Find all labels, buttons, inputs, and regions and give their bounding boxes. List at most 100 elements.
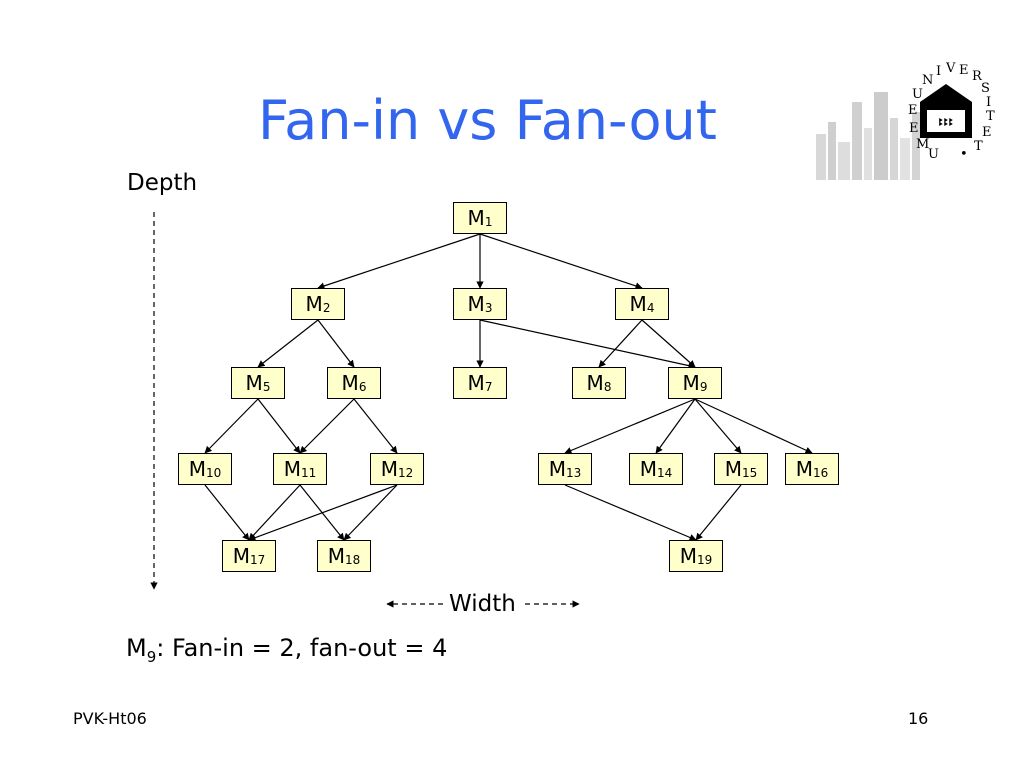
svg-text:I: I (936, 64, 941, 79)
svg-text:ꔪꔪꔪ: ꔪꔪꔪ (938, 116, 953, 129)
module-node-label: M (548, 457, 566, 481)
edge-m11-m17 (248, 484, 301, 541)
university-logo: ꔪꔪꔪ E U N I V E R S I T E T • U M E (808, 61, 998, 182)
footer-course-code: PVK-Ht06 (73, 709, 147, 728)
module-node-label: M (245, 371, 263, 395)
module-node-subscript: 10 (205, 466, 222, 480)
slide-title: Fan-in vs Fan-out (258, 89, 717, 152)
module-node-subscript: 12 (397, 466, 414, 480)
page-number: 16 (908, 709, 929, 728)
edge-m9-m14 (655, 398, 696, 454)
edge-m1-m4 (479, 233, 643, 290)
umea-university-seal: ꔪꔪꔪ E U N I V E R S I T E T • U M E (816, 61, 995, 180)
edge-m6-m12 (353, 398, 398, 454)
module-node-label: M (305, 292, 323, 316)
fan-caption: M9: Fan-in = 2, fan-out = 4 (126, 634, 447, 666)
module-node-label: M (380, 457, 398, 481)
svg-text:•: • (960, 147, 968, 162)
module-node-label: M (629, 292, 647, 316)
module-node-subscript: 1 (484, 215, 493, 229)
edge-m12-m17 (248, 484, 398, 542)
caption-node-name: M (126, 634, 147, 662)
depth-label: Depth (127, 170, 198, 196)
module-node-subscript: 16 (812, 466, 829, 480)
edge-m12-m18 (343, 484, 398, 541)
module-node-subscript: 5 (262, 380, 271, 394)
module-node-subscript: 15 (741, 466, 758, 480)
module-node-subscript: 13 (565, 466, 582, 480)
edge-m10-m17 (204, 484, 250, 541)
module-node-label: M (188, 457, 206, 481)
edge-m5-m11 (257, 398, 301, 454)
svg-text:S: S (981, 81, 990, 96)
module-node-subscript: 9 (699, 380, 708, 394)
edge-m15-m19 (695, 484, 742, 541)
edge-m9-m15 (694, 398, 742, 454)
svg-text:U: U (928, 147, 939, 162)
module-node-label: M (327, 544, 345, 568)
module-node-label: M (682, 371, 700, 395)
module-node-label: M (795, 457, 813, 481)
svg-text:E: E (959, 63, 969, 78)
edge-m5-m10 (204, 398, 259, 454)
module-node-subscript: 3 (484, 301, 493, 315)
edge-group (204, 233, 813, 542)
module-node-label: M (467, 206, 485, 230)
svg-text:T: T (974, 139, 983, 154)
module-node-subscript: 14 (656, 466, 673, 480)
svg-text:V: V (945, 62, 956, 76)
module-node-label: M (467, 292, 485, 316)
svg-text:R: R (972, 69, 983, 84)
module-node-label: M (467, 371, 485, 395)
caption-node-sub: 9 (146, 647, 157, 666)
caption-text: : Fan-in = 2, fan-out = 4 (156, 634, 448, 662)
svg-text:E: E (908, 103, 918, 118)
edge-m4-m9 (641, 319, 696, 368)
module-node-subscript: 19 (696, 553, 713, 567)
module-node-subscript: 7 (484, 380, 493, 394)
edge-m13-m19 (564, 484, 697, 541)
module-node-subscript: 17 (249, 553, 266, 567)
width-label: Width (449, 591, 516, 617)
module-node-subscript: 8 (603, 380, 612, 394)
svg-text:T: T (986, 109, 995, 124)
svg-text:U: U (912, 87, 923, 102)
module-node-subscript: 18 (344, 553, 361, 567)
edge-m4-m8 (598, 319, 643, 368)
module-node-label: M (639, 457, 657, 481)
module-node-label: M (232, 544, 250, 568)
svg-text:I: I (986, 95, 991, 110)
svg-text:N: N (922, 73, 933, 88)
svg-text:E: E (982, 125, 992, 140)
module-node-label: M (586, 371, 604, 395)
module-node-subscript: 6 (358, 380, 367, 394)
edge-m9-m13 (564, 398, 696, 454)
module-node-label: M (724, 457, 742, 481)
module-node-label: M (283, 457, 301, 481)
svg-text:E: E (909, 121, 919, 136)
edge-m3-m9 (479, 319, 696, 370)
svg-text:M: M (916, 137, 929, 152)
module-node-subscript: 11 (300, 466, 317, 480)
module-node-subscript: 4 (646, 301, 655, 315)
edge-m2-m6 (317, 319, 355, 368)
